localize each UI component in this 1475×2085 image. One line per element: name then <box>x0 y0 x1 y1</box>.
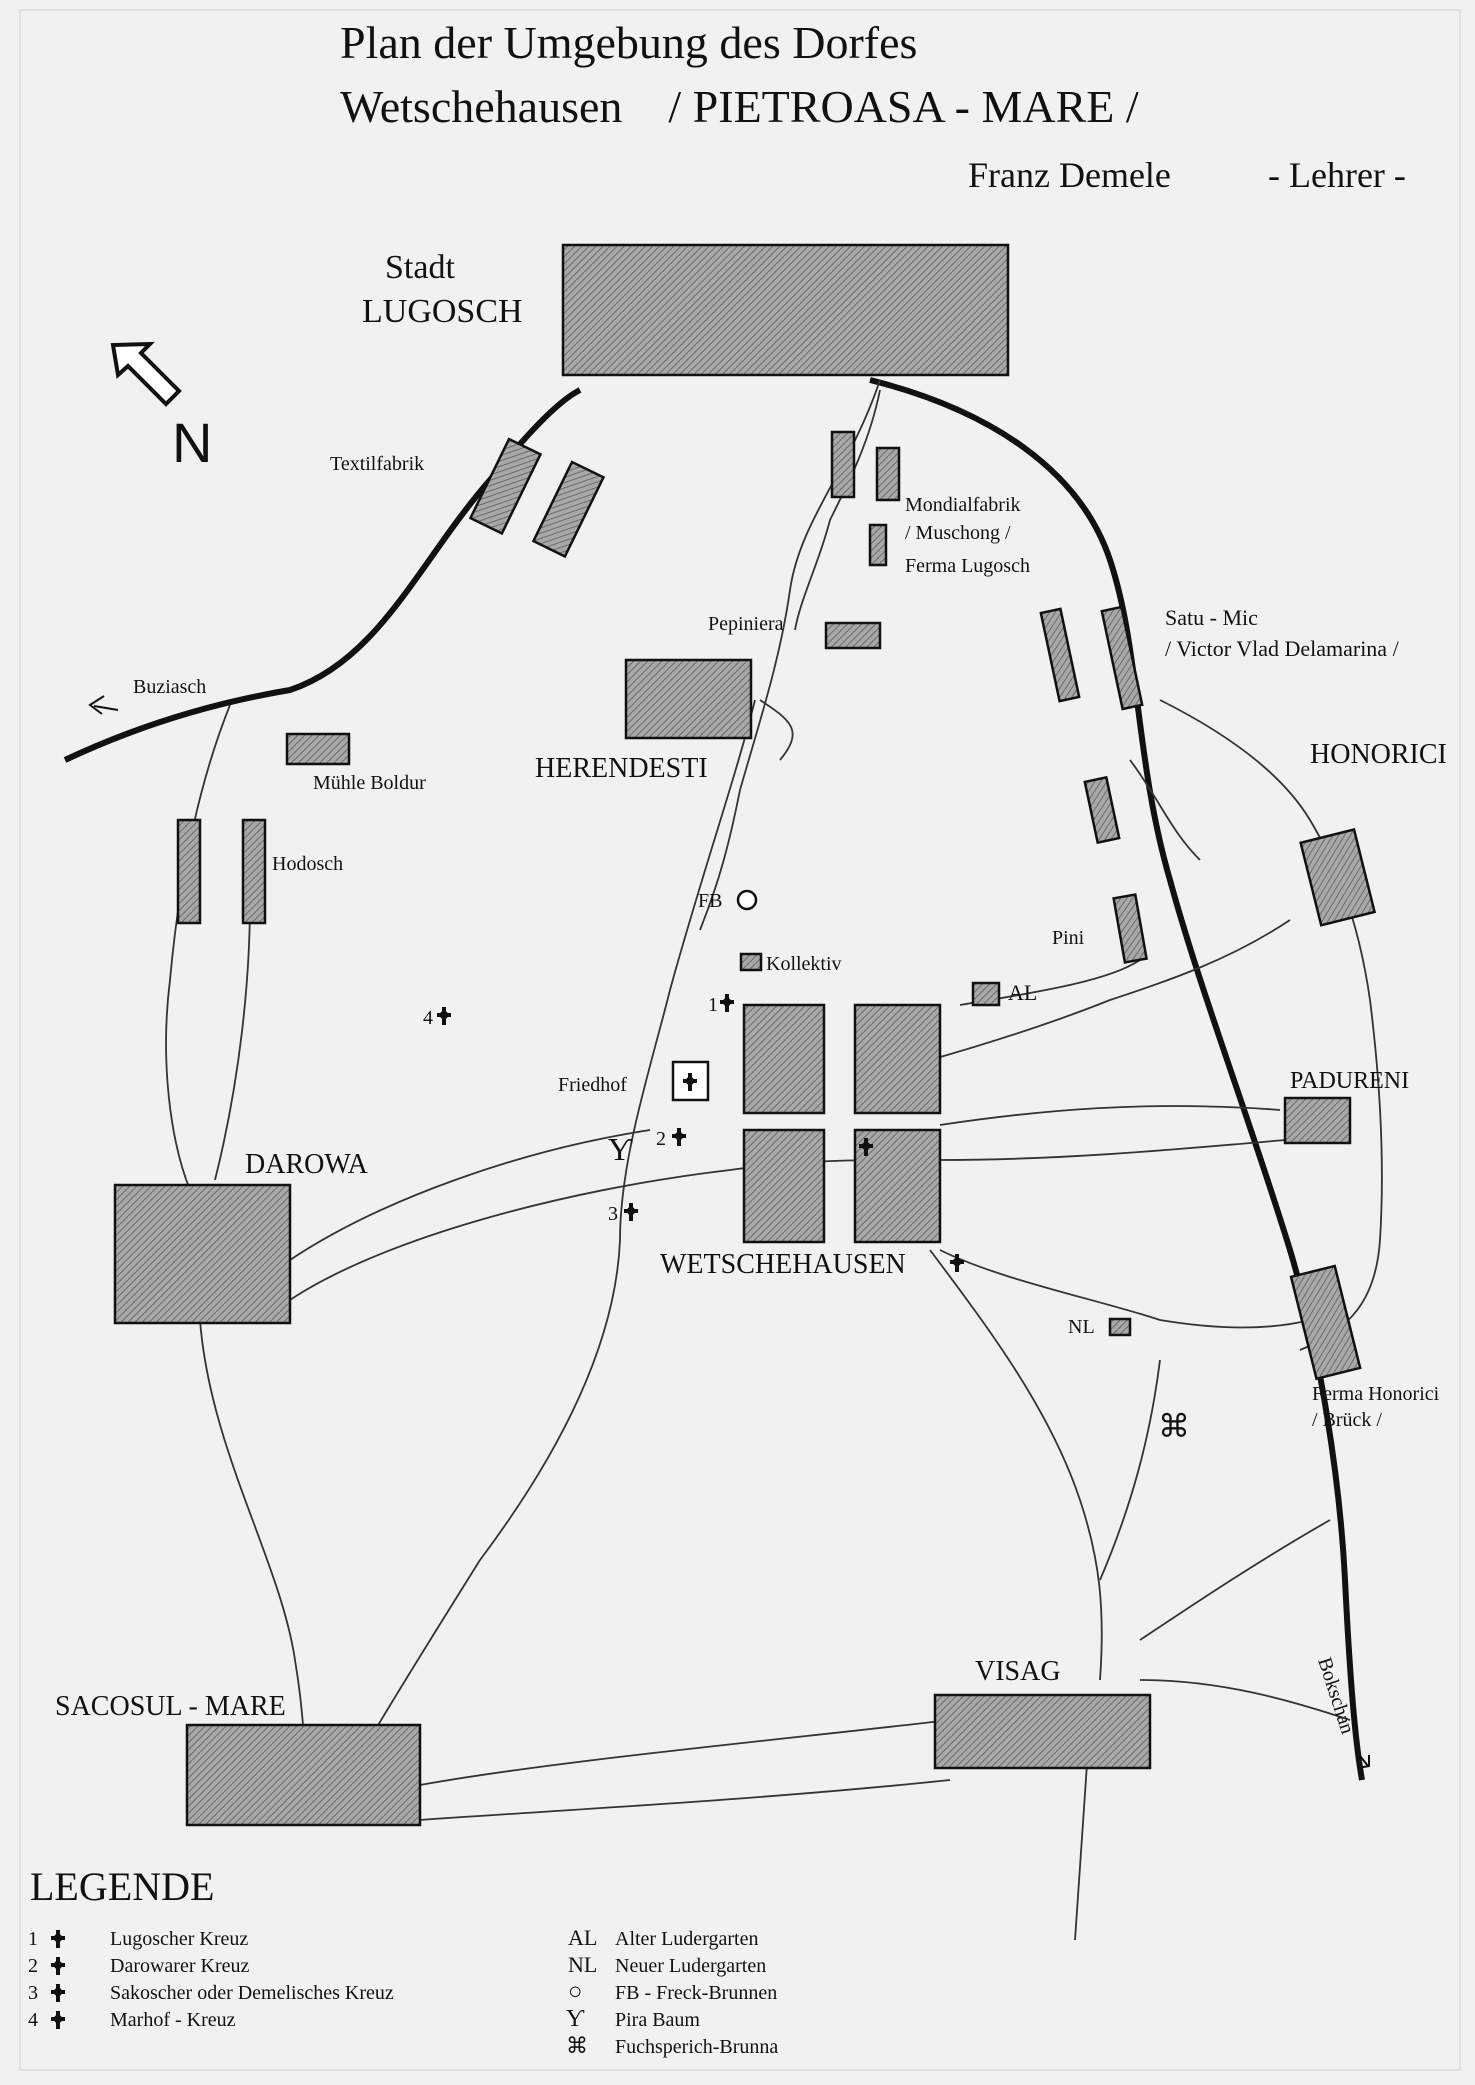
label-ferma-honorici: Ferma Honorici <box>1312 1383 1440 1405</box>
legend-num: 2 <box>28 1955 38 1977</box>
label-wetschehausen: WETSCHEHAUSEN <box>660 1249 906 1280</box>
block-hodosch-1 <box>176 818 202 925</box>
north-arrow-icon <box>110 341 182 407</box>
block-mondialfabrik-1 <box>830 430 856 499</box>
cemetery-icon <box>671 1060 710 1102</box>
label-lugosch: LUGOSCH <box>362 293 523 330</box>
block-mondialfabrik-2 <box>875 446 901 502</box>
legend-label: Alter Ludergarten <box>615 1928 758 1950</box>
legend-symbol: ○ <box>568 1979 583 2005</box>
block-lugosch <box>561 243 1010 377</box>
label-darowa: DAROWA <box>245 1149 369 1180</box>
label-pini: Pini <box>1052 927 1085 949</box>
block-padureni <box>1283 1096 1352 1145</box>
label-sacosul: SACOSUL - MARE <box>55 1691 286 1722</box>
block-textilfabrik-1 <box>468 437 543 536</box>
label-muehle-boldur: Mühle Boldur <box>313 772 426 794</box>
arrow-to-bokschan-icon <box>1356 1751 1370 1769</box>
block-visag <box>933 1693 1152 1770</box>
block-sacosul <box>185 1723 422 1827</box>
block-east-1 <box>1083 775 1121 845</box>
legend-num: 1 <box>28 1928 38 1950</box>
north-label: N <box>172 411 212 474</box>
block-village-nw <box>742 1003 826 1115</box>
block-village-sw <box>742 1128 826 1244</box>
block-textilfabrik-2 <box>531 460 606 559</box>
label-visag: VISAG <box>975 1656 1061 1687</box>
block-hodosch-2 <box>241 818 267 925</box>
label-pepiniera: Pepiniera <box>708 613 784 635</box>
legend: LEGENDE 1 Lugoscher Kreuz 2 Darowarer Kr… <box>28 1864 778 2058</box>
legend-symbol: ⌘ <box>566 2033 588 2058</box>
label-stadt: Stadt <box>385 249 455 286</box>
block-kollektiv <box>739 952 763 972</box>
legend-symbol: Ƴ <box>566 2006 585 2032</box>
railway-bokschan <box>869 377 1365 1781</box>
map-title-line2: Wetschehausen / PIETROASA - MARE / <box>340 81 1139 132</box>
block-satu-mic-1 <box>1039 607 1081 703</box>
block-satu-mic-2 <box>1100 605 1144 711</box>
block-al <box>971 981 1001 1007</box>
tree-icon: Ƴ <box>608 1131 633 1167</box>
label-mondialfabrik: Mondialfabrik <box>905 494 1021 516</box>
label-cross-4: 4 <box>423 1007 433 1029</box>
block-honorici <box>1299 827 1377 927</box>
legend-label: Marhof - Kreuz <box>110 2009 236 2031</box>
block-village-ne <box>853 1003 942 1115</box>
legend-num: 3 <box>28 1982 38 2004</box>
label-friedhof: Friedhof <box>558 1074 627 1096</box>
label-cross-2: 2 <box>656 1128 666 1150</box>
legend-num: 4 <box>28 2009 38 2031</box>
settlement-blocks <box>113 243 1377 1827</box>
legend-symbol: NL <box>568 1952 597 1977</box>
label-al: AL <box>1008 980 1037 1005</box>
block-pini <box>1112 893 1149 964</box>
legend-left-column: 1 Lugoscher Kreuz 2 Darowarer Kreuz 3 Sa… <box>28 1928 394 2031</box>
legend-label: Pira Baum <box>615 2009 700 2031</box>
legend-label: Fuchsperich-Brunna <box>615 2036 778 2058</box>
label-kollektiv: Kollektiv <box>766 953 842 975</box>
fox-well-icon: ⌘ <box>1158 1408 1190 1444</box>
legend-label: Darowarer Kreuz <box>110 1955 249 1977</box>
legend-label: FB - Freck-Brunnen <box>615 1982 777 2004</box>
railway-buziasch <box>63 387 582 763</box>
legend-right-column: AL Alter Ludergarten NL Neuer Ludergarte… <box>566 1925 778 2058</box>
legend-symbol: AL <box>568 1925 597 1950</box>
label-ferma-lugosch: Ferma Lugosch <box>905 555 1030 577</box>
legend-label: Lugoscher Kreuz <box>110 1928 248 1950</box>
label-nl: NL <box>1068 1316 1095 1338</box>
author-role: - Lehrer - <box>1268 155 1406 195</box>
label-cross-3: 3 <box>608 1203 618 1225</box>
map-title-line1: Plan der Umgebung des Dorfes <box>340 17 917 68</box>
legend-heading: LEGENDE <box>30 1864 214 1909</box>
label-honorici: HONORICI <box>1310 739 1447 770</box>
author-name: Franz Demele <box>968 155 1171 195</box>
label-padureni: PADURENI <box>1290 1068 1409 1094</box>
well-icon <box>736 889 758 911</box>
block-herendesti <box>624 658 753 740</box>
road-network <box>165 379 1383 1941</box>
label-textilfabrik: Textilfabrik <box>330 453 424 475</box>
legend-label: Sakoscher oder Demelisches Kreuz <box>110 1982 394 2004</box>
block-muehle-boldur <box>285 732 351 766</box>
block-ferma-honorici <box>1289 1264 1362 1381</box>
legend-label: Neuer Ludergarten <box>615 1955 766 1977</box>
label-victor-vlad: / Victor Vlad Delamarina / <box>1165 636 1400 661</box>
label-muschong: / Muschong / <box>905 522 1011 544</box>
label-hodosch: Hodosch <box>272 853 343 875</box>
block-ferma-lugosch <box>868 523 888 567</box>
label-brueck: / Brück / <box>1312 1409 1382 1431</box>
block-nl <box>1108 1317 1132 1337</box>
block-pepiniera <box>824 621 882 650</box>
label-satu-mic: Satu - Mic <box>1165 605 1258 630</box>
label-cross-1: 1 <box>708 994 718 1016</box>
arrow-to-buziasch-icon <box>88 695 119 715</box>
label-herendesti: HERENDESTI <box>535 753 708 784</box>
label-buziasch: Buziasch <box>133 676 206 698</box>
label-fb: FB <box>698 890 722 912</box>
block-darowa <box>113 1183 292 1325</box>
